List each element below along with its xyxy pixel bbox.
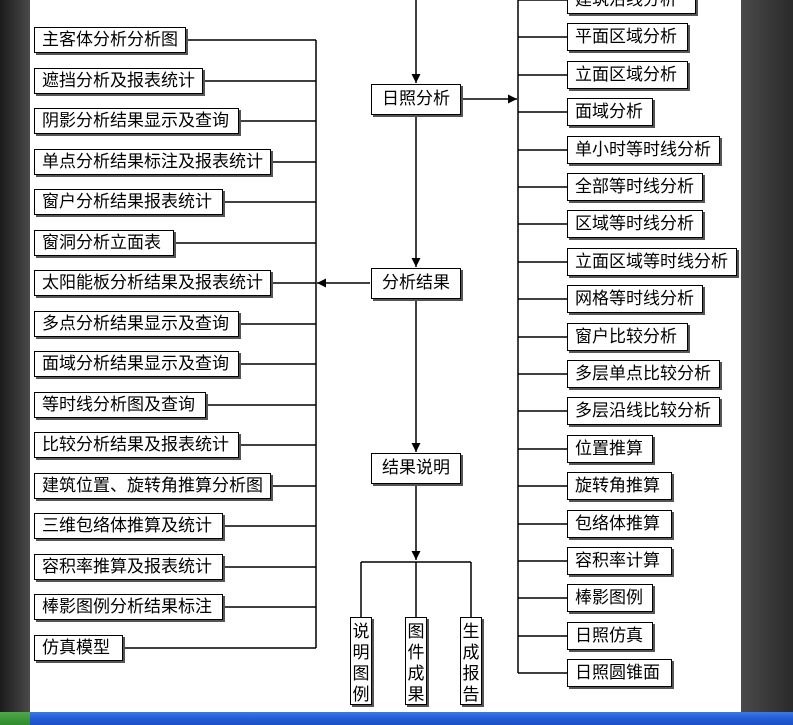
left-output-box: 主客体分析分析图: [34, 27, 186, 53]
right-analysis-box: 位置推算: [567, 435, 653, 463]
right-analysis-box: 日照圆锥面: [567, 659, 672, 687]
window-frame-right: [741, 0, 793, 712]
left-output-box: 窗户分析结果报表统计: [34, 189, 223, 215]
sunshine-analysis-node: 日照分析: [371, 84, 461, 115]
right-analysis-box: 容积率计算: [567, 547, 672, 575]
right-analysis-box: 旋转角推算: [567, 472, 672, 500]
left-output-box: 容积率推算及报表统计: [34, 554, 223, 580]
taskbar: [0, 712, 793, 725]
right-analysis-box: 包络体推算: [567, 510, 672, 538]
left-output-box: 遮挡分析及报表统计: [34, 68, 203, 94]
right-analysis-box: 建筑沿线分析: [567, 0, 696, 14]
start-button[interactable]: [0, 712, 30, 725]
left-output-box: 太阳能板分析结果及报表统计: [34, 270, 271, 296]
results-explanation-node: 结果说明: [371, 453, 461, 484]
right-analysis-box: 多层单点比较分析: [567, 360, 720, 388]
right-analysis-box: 立面区域等时线分析: [567, 248, 737, 276]
output-box: 生成报告: [460, 617, 482, 705]
right-analysis-box: 棒影图例: [567, 584, 653, 612]
output-box: 图件成果: [405, 617, 427, 705]
left-output-box: 棒影图例分析结果标注: [34, 594, 223, 620]
right-analysis-box: 日照仿真: [567, 622, 653, 650]
right-analysis-box: 平面区域分析: [567, 23, 688, 51]
left-output-box: 面域分析结果显示及查询: [34, 351, 239, 377]
right-analysis-box: 窗户比较分析: [567, 323, 688, 351]
right-analysis-box: 网格等时线分析: [567, 285, 703, 313]
analysis-results-node: 分析结果: [371, 268, 461, 299]
right-analysis-box: 面域分析: [567, 98, 653, 126]
left-output-box: 比较分析结果及报表统计: [34, 432, 239, 458]
left-output-box: 建筑位置、旋转角推算分析图: [34, 473, 271, 499]
right-analysis-box: 单小时等时线分析: [567, 136, 720, 164]
left-output-box: 阴影分析结果显示及查询: [34, 108, 239, 134]
document-page: 主客体分析分析图遮挡分析及报表统计阴影分析结果显示及查询单点分析结果标注及报表统…: [30, 0, 741, 712]
left-output-box: 单点分析结果标注及报表统计: [34, 149, 271, 175]
right-analysis-box: 区域等时线分析: [567, 210, 703, 238]
left-output-box: 等时线分析图及查询: [34, 392, 206, 418]
left-output-box: 三维包络体推算及统计: [34, 513, 223, 539]
right-analysis-box: 立面区域分析: [567, 61, 688, 89]
left-output-box: 多点分析结果显示及查询: [34, 311, 239, 337]
right-analysis-box: 多层沿线比较分析: [567, 397, 720, 425]
left-output-box: 窗洞分析立面表: [34, 230, 174, 256]
window-frame-left: [0, 0, 30, 712]
right-analysis-box: 全部等时线分析: [567, 173, 703, 201]
left-output-box: 仿真模型: [34, 635, 123, 661]
connector-lines: [123, 0, 567, 674]
output-box: 说明图例: [350, 617, 372, 705]
